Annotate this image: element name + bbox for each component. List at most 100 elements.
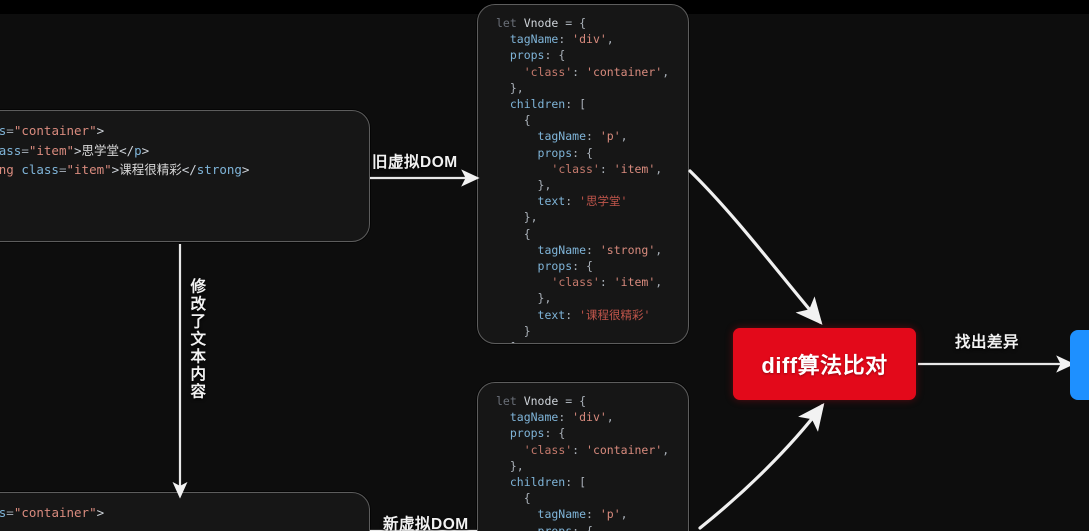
code-line: tagName: 'div',	[496, 31, 688, 47]
code-line: tagName: 'div',	[496, 409, 688, 425]
code-token: :	[586, 129, 600, 144]
code-token: text	[496, 307, 566, 322]
code-line: <p class="item">思学堂</p>	[0, 141, 369, 161]
code-line: ]	[496, 339, 688, 343]
code-token: 'strong'	[599, 242, 656, 257]
code-token: '思学堂'	[579, 194, 628, 209]
code-token: props	[496, 145, 573, 160]
code-line: props: {	[496, 258, 688, 274]
code-token: 'class'	[551, 275, 600, 290]
code-token: "container"	[13, 505, 97, 520]
code-token: 'item'	[613, 161, 656, 176]
code-line: props: {	[496, 523, 688, 531]
code-token: "item"	[66, 162, 112, 177]
code-token: =	[6, 123, 14, 138]
code-token: 'div'	[572, 410, 607, 425]
code-token: >	[96, 123, 105, 138]
code-line: props: {	[496, 425, 688, 441]
code-line: },	[496, 80, 688, 96]
code-card-vnode-new: let Vnode = { tagName: 'div', props: { '…	[477, 382, 689, 531]
code-token: ,	[606, 32, 614, 47]
code-token: =	[21, 142, 29, 158]
code-token: : {	[572, 523, 593, 531]
code-line: <strong class="item">课程很精彩</strong>	[0, 160, 369, 180]
code-token: ,	[620, 129, 628, 144]
code-token: tagName	[496, 410, 559, 425]
code-line: tagName: 'p',	[496, 128, 688, 144]
code-token: "item"	[28, 142, 75, 158]
code-token: 'div'	[572, 32, 607, 47]
code-token: children	[496, 97, 566, 112]
code-token: p	[134, 142, 142, 158]
code-token: ,	[655, 242, 663, 257]
code-token: },	[496, 178, 552, 193]
code-token: props	[496, 426, 545, 441]
code-token: 'container'	[586, 64, 663, 79]
code-line: children: [	[496, 96, 688, 112]
code-token: {	[496, 113, 531, 128]
code-token: tagName	[496, 242, 587, 257]
code-token: tagName	[496, 129, 587, 144]
code-token	[496, 443, 524, 457]
code-token: :	[558, 410, 573, 425]
code-block-vnode-new: let Vnode = { tagName: 'div', props: { '…	[478, 383, 688, 531]
code-token: 'container'	[586, 442, 663, 457]
code-token: :	[572, 442, 587, 457]
code-token: : {	[572, 145, 593, 160]
code-block-vnode-old: let Vnode = { tagName: 'div', props: { '…	[478, 5, 688, 343]
code-line: }	[496, 323, 688, 339]
code-token: class	[0, 123, 6, 138]
code-token: :	[599, 161, 614, 176]
code-token: ]	[496, 340, 517, 343]
code-line: props: {	[496, 145, 688, 161]
code-token: =	[58, 162, 67, 177]
code-token: : [	[565, 97, 587, 112]
diff-algorithm-label: diff算法比对	[761, 353, 888, 378]
code-token: props	[496, 48, 545, 63]
code-line: },	[496, 290, 688, 306]
code-line: {	[496, 226, 688, 242]
code-token: class	[21, 162, 59, 177]
diff-algorithm-box[interactable]: diff算法比对	[733, 328, 916, 400]
code-token: : {	[544, 426, 566, 441]
code-token: </	[119, 142, 135, 158]
code-line: let Vnode = {	[496, 15, 688, 31]
label-old-vdom: 旧虚拟DOM	[372, 154, 458, 171]
code-token: children	[496, 475, 566, 490]
code-line: 'class': 'item',	[496, 274, 688, 290]
code-token: class	[0, 142, 22, 158]
code-line: let Vnode = {	[496, 393, 688, 409]
code-line: 'class': 'item',	[496, 161, 688, 177]
code-token: tagName	[496, 507, 587, 522]
code-line: tagName: 'p',	[496, 506, 688, 522]
code-token: :	[586, 507, 600, 522]
code-token: 'class'	[551, 161, 600, 176]
code-block-html-old: <div class="container"> <p class="item">…	[0, 111, 369, 209]
code-token: :	[565, 194, 580, 209]
code-token: : {	[544, 48, 566, 63]
code-line: </div>	[0, 180, 369, 200]
code-card-html-new: <div class="container">	[0, 492, 370, 531]
code-token: ,	[655, 275, 663, 290]
label-new-vdom: 新虚拟DOM	[383, 516, 469, 531]
code-token: =	[6, 505, 14, 520]
code-token: },	[496, 80, 524, 95]
code-token: },	[496, 291, 552, 306]
code-token: = {	[558, 16, 587, 30]
label-found-diff: 找出差异	[955, 334, 1020, 351]
code-token: Vnode	[523, 16, 559, 30]
code-token: = {	[558, 394, 587, 408]
code-line: text: '课程很精彩'	[496, 307, 688, 323]
code-token: 'item'	[613, 275, 656, 290]
code-token: >	[96, 505, 105, 520]
code-line: children: [	[496, 474, 688, 490]
code-line: text: '思学堂'	[496, 193, 688, 209]
code-token: },	[496, 210, 538, 225]
code-block-html-new: <div class="container">	[0, 493, 369, 531]
code-token: {	[496, 226, 531, 241]
code-token: }	[496, 323, 531, 338]
result-box[interactable]	[1070, 330, 1089, 400]
code-token: 'class'	[523, 442, 573, 457]
code-token: : {	[572, 259, 593, 274]
